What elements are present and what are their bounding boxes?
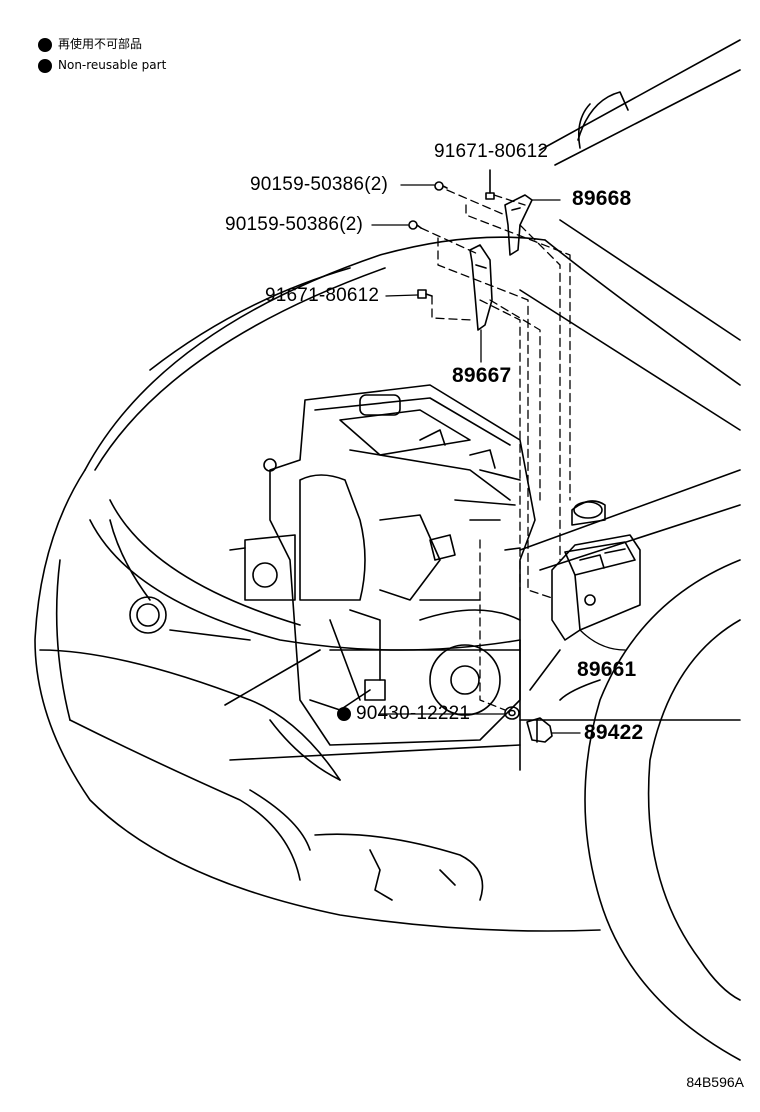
- fender-outline: [519, 469, 741, 1061]
- legend-row-jp: 再使用不可部品: [38, 34, 166, 55]
- legend-text-en: Non-reusable part: [58, 58, 167, 72]
- ecu-module: [551, 500, 641, 641]
- non-reusable-marker-icon: [38, 58, 52, 73]
- bolt-icon: [485, 169, 495, 200]
- non-reusable-marker-icon: [38, 37, 52, 52]
- callout-90159-50386-a: 90159-50386(2): [250, 174, 389, 195]
- engine-assembly: [229, 384, 536, 746]
- legend-row-en: Non-reusable part: [38, 55, 166, 76]
- assembly-guide-lines: [420, 189, 571, 711]
- front-bumper-outline: [34, 469, 741, 932]
- callout-90430-12221: 90430-12221: [356, 703, 471, 724]
- windshield-outline: [539, 39, 741, 166]
- callout-90159-50386-b: 90159-50386(2): [225, 214, 364, 235]
- gasket-90430: [504, 706, 520, 720]
- bracket-89667: [469, 244, 493, 331]
- legend: 再使用不可部品 Non-reusable part: [38, 34, 166, 76]
- callout-89422: 89422: [584, 721, 644, 744]
- bolt-icon: [417, 289, 433, 299]
- bolt-icons: [408, 169, 495, 299]
- leader-lines: [371, 184, 626, 734]
- hood-outline: [84, 219, 741, 471]
- callout-89661: 89661: [577, 658, 637, 681]
- diagram-id: 84B596A: [686, 1074, 744, 1090]
- callout-91671-80612-top: 91671-80612: [434, 141, 549, 162]
- non-reusable-marker-icon: [337, 707, 351, 721]
- callout-91671-80612-left: 91671-80612: [265, 285, 380, 306]
- bolt-icon: [408, 220, 422, 230]
- bracket-89668: [504, 194, 533, 256]
- bolt-icon: [434, 181, 448, 191]
- callout-89667: 89667: [452, 364, 512, 387]
- sensor-89422: [526, 717, 553, 743]
- legend-text-jp: 再使用不可部品: [58, 37, 143, 51]
- callout-89668: 89668: [572, 187, 632, 210]
